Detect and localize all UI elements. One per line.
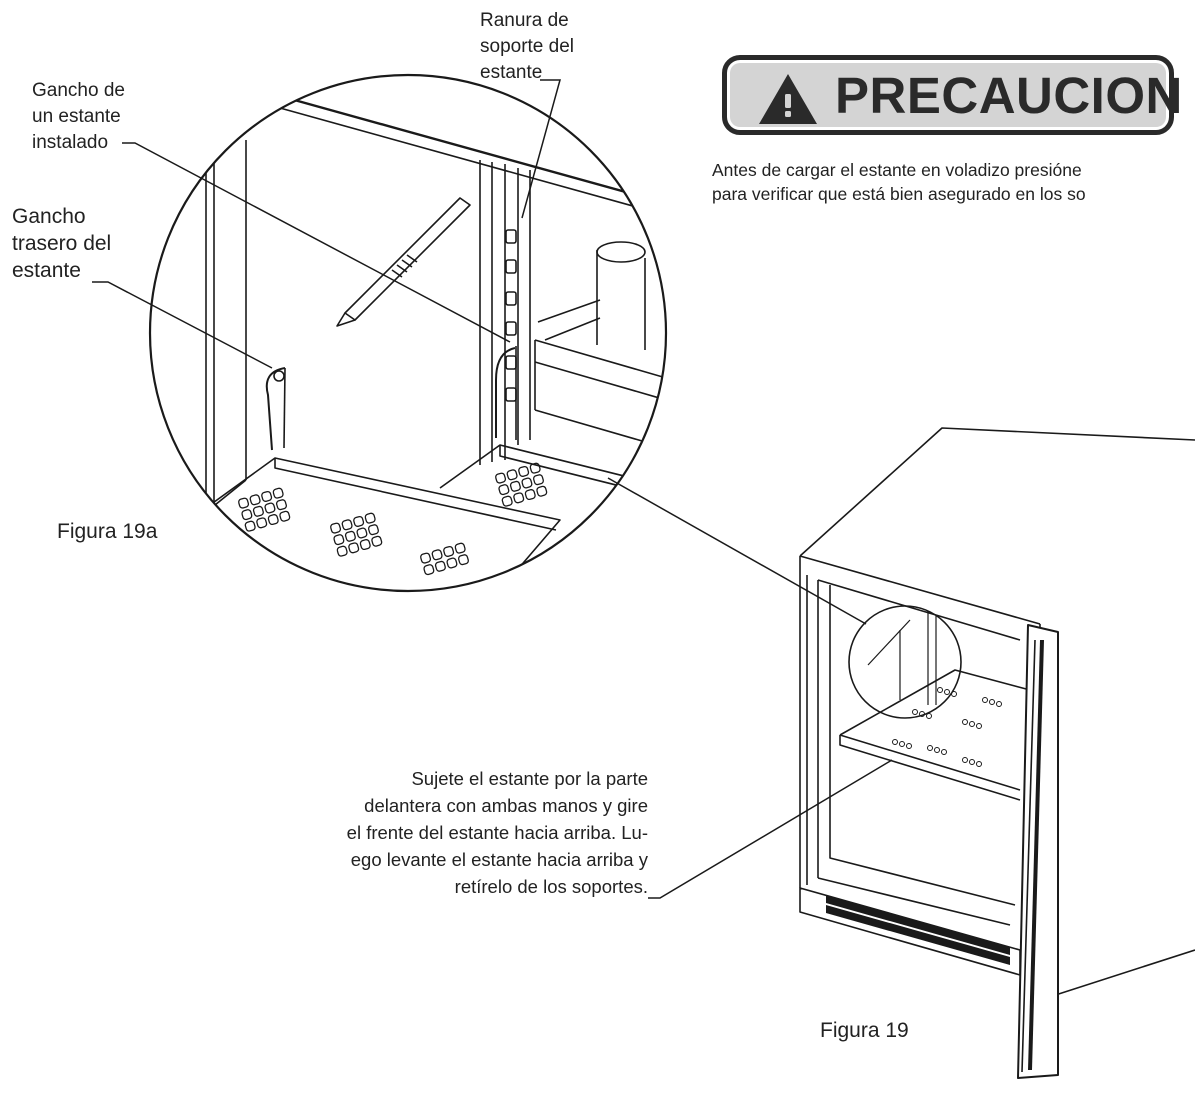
vent-grille	[826, 895, 1010, 965]
label-rear-shelf-hook: Gancho trasero del estante	[12, 205, 112, 282]
label-installed-shelf-hook: Gancho de un estante instalado	[32, 80, 125, 153]
removal-instruction: Sujete el estante por la parte delantera…	[346, 768, 648, 897]
figure-19a-caption: Figura 19a	[57, 520, 158, 543]
pen-icon	[336, 197, 471, 327]
leader-lines	[92, 79, 893, 899]
warning-triangle-icon	[759, 74, 817, 124]
support-slots	[505, 229, 517, 402]
caution-title: PRECAUCION	[835, 67, 1183, 124]
caution-text: Antes de cargar el estante en voladizo p…	[712, 158, 1195, 206]
fridge	[799, 427, 1195, 1079]
caution-banner: PRECAUCION	[722, 55, 1182, 135]
label-support-slot: Ranura de soporte del estante	[480, 10, 575, 83]
perforations	[238, 462, 548, 576]
figure-19-caption: Figura 19	[820, 1019, 909, 1042]
caution-text-line-2: para verificar que está bien asegurado e…	[712, 184, 1086, 204]
caution-text-line-1: Antes de cargar el estante en voladizo p…	[712, 160, 1082, 180]
magnified-detail	[148, 73, 668, 593]
